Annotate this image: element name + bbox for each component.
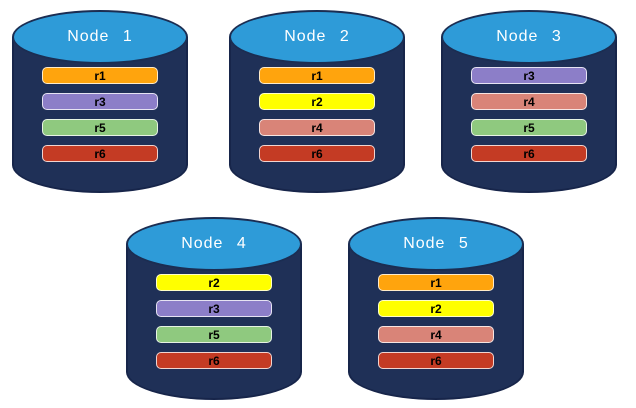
replica-bar-list: r2 r3 r5 r6 bbox=[126, 274, 302, 369]
replica-bar-label: r5 bbox=[523, 120, 535, 135]
replica-bar-list: r1 r2 r4 r6 bbox=[229, 67, 405, 162]
replica-bar-label: r6 bbox=[523, 146, 535, 161]
replica-bar-label: r4 bbox=[311, 120, 323, 135]
replica-bar-r6: r6 bbox=[259, 145, 375, 162]
replica-bar-label: r4 bbox=[523, 94, 535, 109]
replica-bar-r6: r6 bbox=[42, 145, 158, 162]
cylinder-top: Node 3 bbox=[441, 10, 617, 64]
replica-bar-r5: r5 bbox=[42, 119, 158, 136]
replica-bar-label: r2 bbox=[311, 94, 323, 109]
replica-bar-label: r3 bbox=[523, 68, 535, 83]
replica-bar-label: r6 bbox=[208, 353, 220, 368]
replica-bar-label: r3 bbox=[94, 94, 106, 109]
replica-bar-r5: r5 bbox=[156, 326, 272, 343]
node-label: Node 3 bbox=[496, 28, 562, 45]
node-1-cylinder: Node 1 r1 r3 r5 r6 bbox=[12, 10, 188, 193]
replica-bar-r1: r1 bbox=[378, 274, 494, 291]
replica-bar-r2: r2 bbox=[378, 300, 494, 317]
replica-bar-label: r5 bbox=[94, 120, 106, 135]
replica-bar-label: r2 bbox=[430, 301, 442, 316]
replica-bar-list: r3 r4 r5 r6 bbox=[441, 67, 617, 162]
node-5-cylinder: Node 5 r1 r2 r4 r6 bbox=[348, 217, 524, 400]
replica-bar-r6: r6 bbox=[378, 352, 494, 369]
replica-bar-r3: r3 bbox=[156, 300, 272, 317]
replica-bar-r4: r4 bbox=[378, 326, 494, 343]
replica-bar-label: r2 bbox=[208, 275, 220, 290]
replica-bar-label: r4 bbox=[430, 327, 442, 342]
node-3-cylinder: Node 3 r3 r4 r5 r6 bbox=[441, 10, 617, 193]
replica-bar-r4: r4 bbox=[259, 119, 375, 136]
replica-bar-label: r1 bbox=[94, 68, 106, 83]
replica-bar-r2: r2 bbox=[156, 274, 272, 291]
replica-bar-label: r5 bbox=[208, 327, 220, 342]
node-label: Node 5 bbox=[403, 235, 469, 252]
replica-bar-label: r6 bbox=[311, 146, 323, 161]
replica-bar-r6: r6 bbox=[156, 352, 272, 369]
replica-bar-label: r3 bbox=[208, 301, 220, 316]
replica-bar-r5: r5 bbox=[471, 119, 587, 136]
node-label: Node 4 bbox=[181, 235, 247, 252]
replica-bar-r3: r3 bbox=[42, 93, 158, 110]
replica-bar-label: r6 bbox=[94, 146, 106, 161]
replica-bar-r3: r3 bbox=[471, 67, 587, 84]
replica-bar-list: r1 r2 r4 r6 bbox=[348, 274, 524, 369]
replica-bar-r2: r2 bbox=[259, 93, 375, 110]
replica-bar-r4: r4 bbox=[471, 93, 587, 110]
node-label: Node 2 bbox=[284, 28, 350, 45]
replica-bar-label: r1 bbox=[311, 68, 323, 83]
node-2-cylinder: Node 2 r1 r2 r4 r6 bbox=[229, 10, 405, 193]
replica-bar-r6: r6 bbox=[471, 145, 587, 162]
cylinder-top: Node 5 bbox=[348, 217, 524, 271]
replica-bar-label: r6 bbox=[430, 353, 442, 368]
node-label: Node 1 bbox=[67, 28, 133, 45]
replica-bar-r1: r1 bbox=[42, 67, 158, 84]
node-4-cylinder: Node 4 r2 r3 r5 r6 bbox=[126, 217, 302, 400]
replica-bar-label: r1 bbox=[430, 275, 442, 290]
replica-bar-r1: r1 bbox=[259, 67, 375, 84]
replica-bar-list: r1 r3 r5 r6 bbox=[12, 67, 188, 162]
cylinder-top: Node 2 bbox=[229, 10, 405, 64]
cylinder-top: Node 4 bbox=[126, 217, 302, 271]
cylinder-top: Node 1 bbox=[12, 10, 188, 64]
